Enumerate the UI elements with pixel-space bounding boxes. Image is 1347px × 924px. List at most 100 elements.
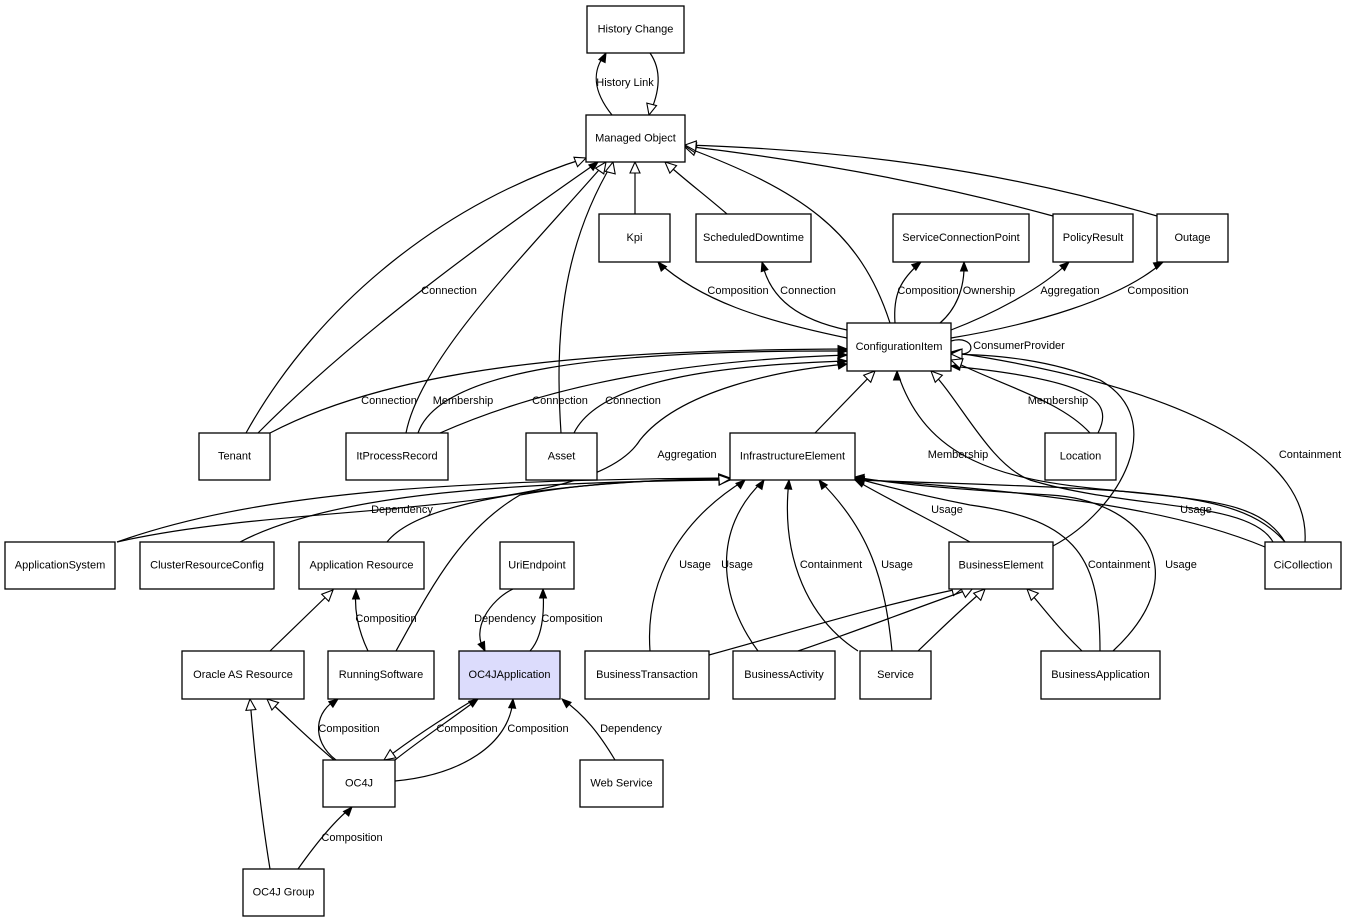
node-ci-collection[interactable]: CiCollection — [1264, 541, 1342, 590]
node-box[interactable] — [322, 759, 396, 808]
node-application-resource[interactable]: Application Resource — [298, 541, 425, 590]
node-label: CiCollection — [1274, 560, 1333, 572]
edge-line — [648, 479, 746, 652]
edge-line — [950, 359, 1091, 434]
node-infrastructure-element[interactable]: InfrastructureElement — [729, 432, 856, 481]
edge-label: History Link — [596, 77, 654, 89]
node-kpi[interactable]: Kpi — [598, 213, 671, 263]
node-oc4j-application[interactable]: OC4JApplication — [458, 650, 561, 700]
edge-line — [818, 479, 893, 652]
node-box[interactable] — [586, 5, 685, 54]
node-box[interactable] — [695, 213, 812, 263]
node-box[interactable] — [598, 213, 671, 263]
node-box[interactable] — [298, 541, 425, 590]
node-box[interactable] — [584, 650, 710, 700]
node-box[interactable] — [4, 541, 116, 590]
node-tenant[interactable]: Tenant — [198, 432, 271, 481]
node-oc4j[interactable]: OC4J — [322, 759, 396, 808]
node-running-software[interactable]: RunningSoftware — [327, 650, 435, 700]
edge-label: Ownership — [963, 285, 1016, 297]
node-box[interactable] — [846, 322, 952, 372]
node-box[interactable] — [139, 541, 275, 590]
node-box[interactable] — [1156, 213, 1229, 263]
node-box[interactable] — [1264, 541, 1342, 590]
edge-label: Aggregation — [1040, 285, 1099, 297]
node-box[interactable] — [729, 432, 856, 481]
node-box[interactable] — [892, 213, 1030, 263]
node-box[interactable] — [859, 650, 932, 700]
association-arrowhead-icon — [342, 805, 353, 817]
edge-label: Containment — [800, 559, 862, 571]
association-arrowhead-icon — [351, 588, 361, 600]
node-business-activity[interactable]: BusinessActivity — [732, 650, 836, 700]
edge-line — [269, 589, 334, 652]
node-history-change[interactable]: History Change — [586, 5, 685, 54]
node-business-application[interactable]: BusinessApplication — [1040, 650, 1161, 700]
edge-oc4j-to-oracle-as-resource — [266, 698, 335, 761]
node-oracle-as-resource[interactable]: Oracle AS Resource — [181, 650, 305, 700]
association-arrowhead-icon — [657, 260, 668, 272]
node-box[interactable] — [327, 650, 435, 700]
node-box[interactable] — [499, 541, 575, 590]
node-box[interactable] — [585, 114, 686, 163]
edge-line — [417, 350, 848, 434]
node-cluster-resource-config[interactable]: ClusterResourceConfig — [139, 541, 275, 590]
node-managed-object[interactable]: Managed Object — [585, 114, 686, 163]
edge-line — [725, 479, 765, 652]
node-web-service[interactable]: Web Service — [579, 759, 664, 808]
node-business-element[interactable]: BusinessElement — [948, 541, 1054, 590]
edge-oc4j-group-to-oracle-as-resource — [245, 697, 271, 870]
node-business-transaction[interactable]: BusinessTransaction — [584, 650, 710, 700]
node-label: ScheduledDowntime — [703, 232, 804, 244]
node-label: PolicyResult — [1063, 232, 1124, 244]
node-it-process-record[interactable]: ItProcessRecord — [345, 432, 449, 481]
node-box[interactable] — [732, 650, 836, 700]
node-label: BusinessElement — [959, 560, 1044, 572]
node-box[interactable] — [181, 650, 305, 700]
edge-line — [245, 157, 587, 434]
node-label: ServiceConnectionPoint — [902, 232, 1019, 244]
node-label: Application Resource — [310, 560, 414, 572]
edge-policy-result-to-managed-object — [683, 142, 1054, 217]
association-arrowhead-icon — [910, 261, 923, 272]
edge-line — [558, 161, 614, 434]
association-arrowhead-icon — [327, 698, 340, 709]
inheritance-arrowhead-icon — [972, 588, 986, 602]
node-uri-endpoint[interactable]: UriEndpoint — [499, 541, 575, 590]
node-oc4j-group[interactable]: OC4J Group — [242, 868, 325, 917]
edge-outage-to-managed-object — [683, 140, 1158, 217]
node-box[interactable] — [525, 432, 598, 481]
node-box[interactable] — [1040, 650, 1161, 700]
node-scheduled-downtime[interactable]: ScheduledDowntime — [695, 213, 812, 263]
inheritance-arrowhead-icon — [245, 697, 257, 711]
edge-label: Composition — [707, 285, 768, 297]
node-configuration-item[interactable]: ConfigurationItem — [846, 322, 952, 372]
node-box[interactable] — [948, 541, 1054, 590]
node-service-connection-point[interactable]: ServiceConnectionPoint — [892, 213, 1030, 263]
node-box[interactable] — [345, 432, 449, 481]
node-box[interactable] — [1044, 432, 1117, 481]
node-location[interactable]: Location — [1044, 432, 1117, 481]
node-box[interactable] — [242, 868, 325, 917]
edge-oc4j-application-to-uri-endpoint — [529, 587, 548, 652]
node-box[interactable] — [198, 432, 271, 481]
node-application-system[interactable]: ApplicationSystem — [4, 541, 116, 590]
edge-label: Composition — [897, 285, 958, 297]
node-policy-result[interactable]: PolicyResult — [1052, 213, 1134, 263]
association-arrowhead-icon — [560, 698, 572, 709]
inheritance-arrowhead-icon — [949, 358, 964, 370]
node-asset[interactable]: Asset — [525, 432, 598, 481]
node-outage[interactable]: Outage — [1156, 213, 1229, 263]
node-label: ApplicationSystem — [15, 560, 106, 572]
edge-label: Dependency — [600, 723, 662, 735]
node-service[interactable]: Service — [859, 650, 932, 700]
inheritance-arrowhead-icon — [573, 156, 588, 168]
node-box[interactable] — [458, 650, 561, 700]
node-box[interactable] — [1052, 213, 1134, 263]
edge-service-to-infrastructure-element — [783, 478, 859, 652]
node-label: ClusterResourceConfig — [150, 560, 264, 572]
node-box[interactable] — [579, 759, 664, 808]
